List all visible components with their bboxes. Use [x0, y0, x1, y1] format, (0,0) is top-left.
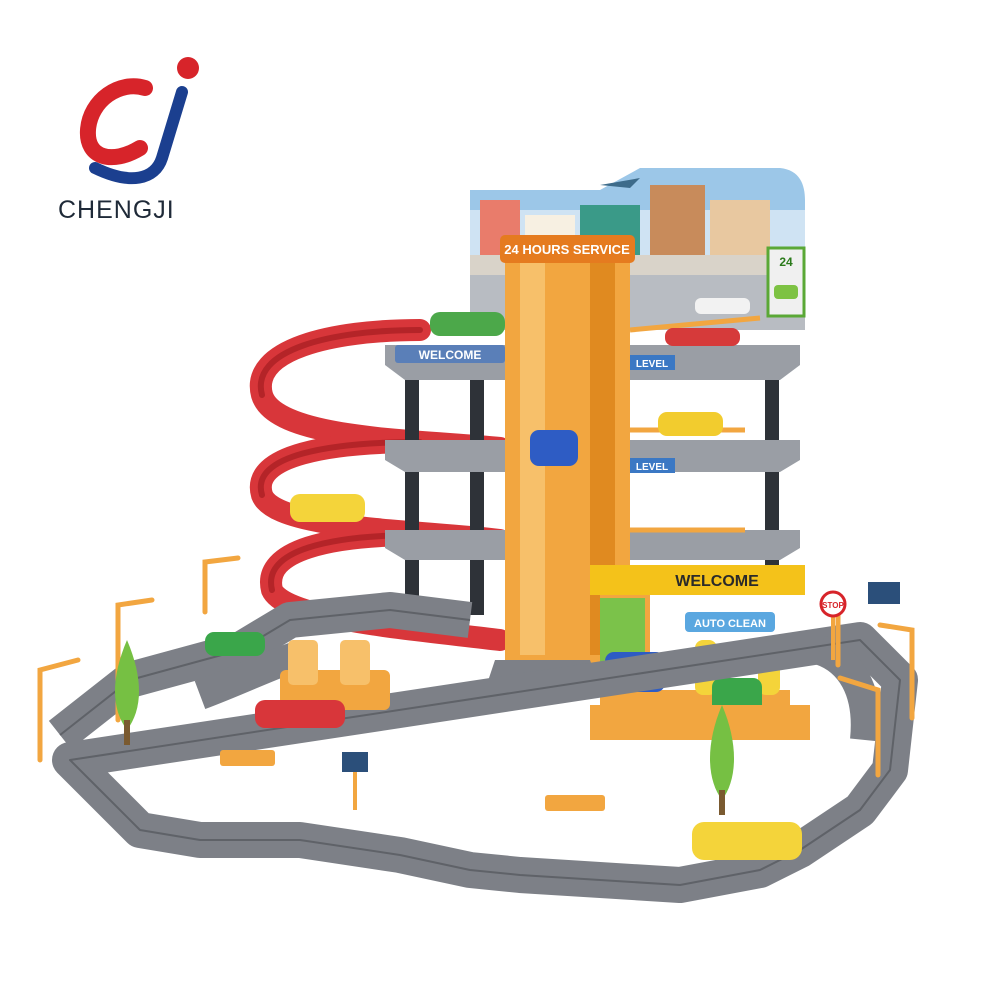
garage-tower: 24 HOURS SERVICE WELCOME LEVEL LEVEL	[290, 235, 800, 690]
welcome-top-sign: WELCOME	[419, 348, 482, 362]
trees	[114, 640, 735, 815]
planter	[220, 750, 275, 766]
stop-sign-text: STOP	[822, 601, 844, 610]
welcome-wash-sign: WELCOME	[675, 573, 759, 590]
yellow-taxi	[692, 822, 802, 860]
green-road-car	[205, 632, 265, 656]
green-car	[430, 312, 505, 336]
blue-car	[530, 430, 578, 466]
yellow-ramp-car	[290, 494, 365, 522]
level-mid-sign: LEVEL	[636, 462, 668, 473]
car-icon	[695, 298, 750, 314]
chengji-logo-mark	[79, 57, 199, 185]
service-sign: 24 HOURS SERVICE	[504, 242, 630, 257]
signpost	[342, 582, 900, 810]
gas-station	[205, 632, 390, 728]
brand-name: CHENGJI	[58, 196, 175, 224]
chengji-logo	[50, 40, 240, 240]
stop-sign: STOP	[819, 590, 847, 660]
red-car	[665, 328, 740, 346]
plane-icon	[600, 178, 640, 188]
red-car	[255, 700, 345, 728]
hours-badge-text: 24	[779, 255, 793, 269]
yellow-car	[658, 412, 723, 436]
level-top-sign: LEVEL	[636, 359, 668, 370]
auto-clean-sign: AUTO CLEAN	[694, 618, 766, 630]
hours-badge: 24	[766, 246, 806, 318]
planter	[545, 795, 605, 811]
